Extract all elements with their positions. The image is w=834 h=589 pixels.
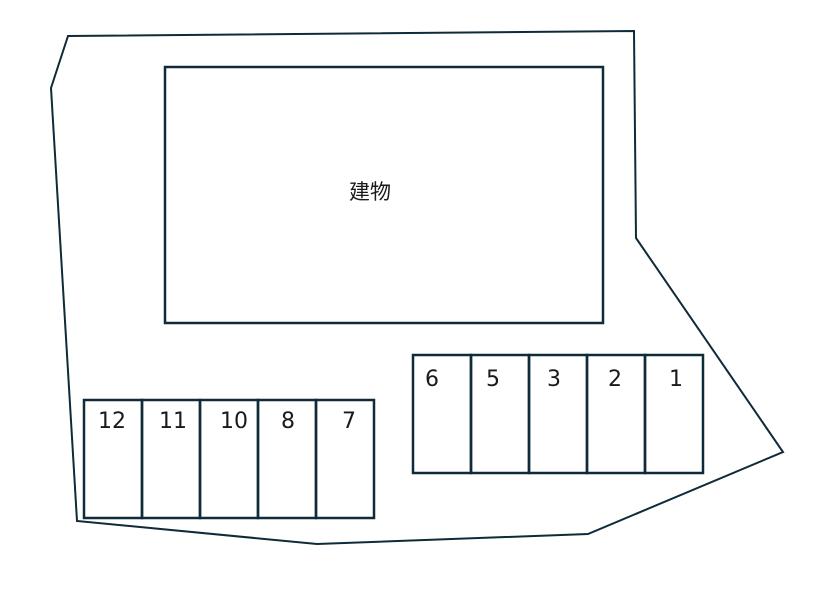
space-number-10: 10 xyxy=(220,409,248,434)
parking-row-right xyxy=(411,353,705,475)
space-number-2: 2 xyxy=(608,367,622,392)
space-number-1: 1 xyxy=(669,367,683,392)
space-number-12: 12 xyxy=(98,409,126,434)
building xyxy=(163,65,605,325)
space-number-11: 11 xyxy=(159,409,187,434)
space-number-8: 8 xyxy=(281,409,295,434)
site-boundary xyxy=(49,29,785,546)
parking-space-5[interactable] xyxy=(469,353,531,475)
space-number-7: 7 xyxy=(342,409,356,434)
parking-space-7[interactable] xyxy=(314,398,376,520)
space-number-3: 3 xyxy=(547,367,561,392)
building-label: 建物 xyxy=(349,180,391,204)
parking-space-1[interactable] xyxy=(643,353,705,475)
parking-row-left xyxy=(82,398,376,520)
parking-space-6[interactable] xyxy=(411,353,473,475)
space-number-6: 6 xyxy=(425,367,439,392)
space-number-5: 5 xyxy=(486,367,500,392)
